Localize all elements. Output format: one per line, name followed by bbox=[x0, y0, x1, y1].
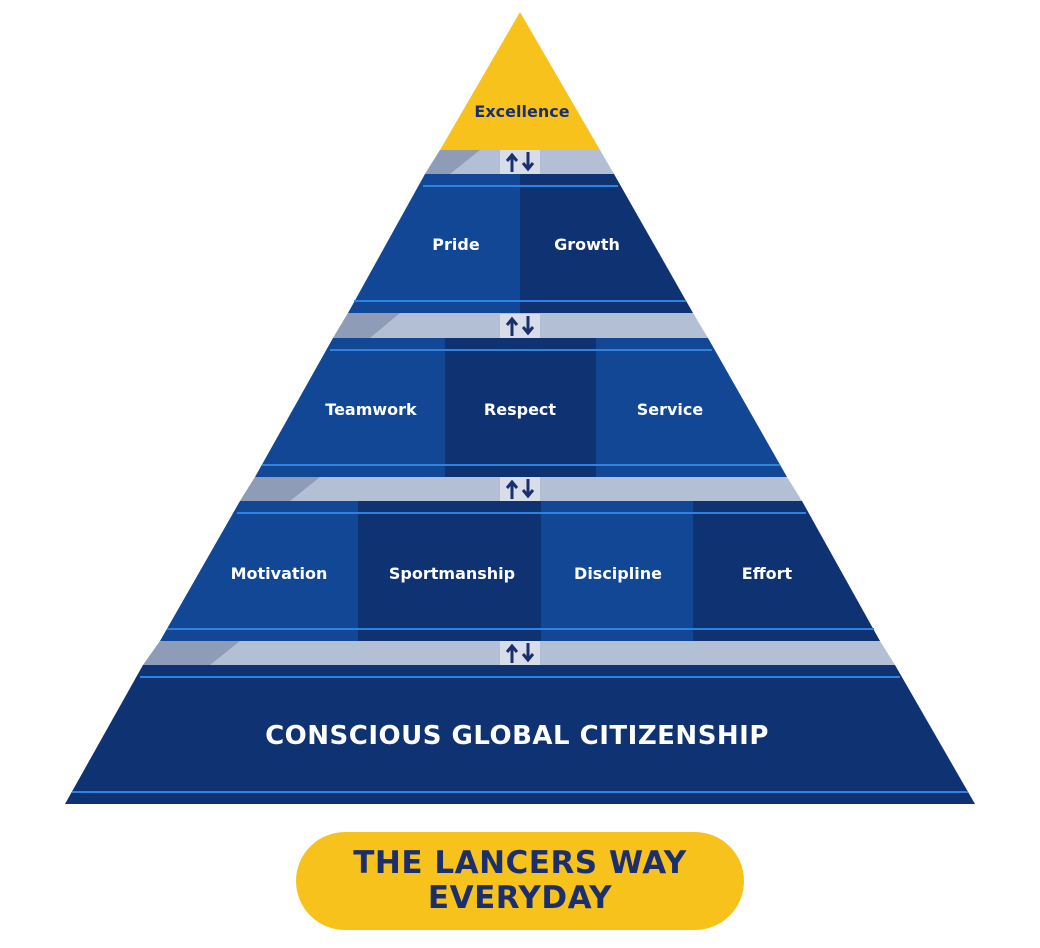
up-down-arrows-icon bbox=[500, 477, 540, 501]
connector-band-1-shade bbox=[425, 150, 480, 174]
tier-3-cell-3 bbox=[541, 501, 693, 641]
connector-band-4-shade bbox=[143, 641, 240, 665]
tier-2-cell-1 bbox=[255, 338, 445, 477]
tier-2-cell-3 bbox=[596, 338, 787, 477]
motto-banner: THE LANCERS WAY EVERYDAY bbox=[296, 832, 744, 930]
tier-2-cell-2 bbox=[445, 338, 596, 477]
base-block bbox=[65, 665, 975, 804]
tier-3-label-2: Sportmanship bbox=[389, 564, 515, 583]
apex-tier: Excellence bbox=[440, 12, 600, 150]
tier-1-cell-left bbox=[348, 174, 520, 313]
tier-3-cell-1 bbox=[160, 501, 358, 641]
tier-2-label-3: Service bbox=[637, 400, 704, 419]
tier-3-cell-4 bbox=[693, 501, 880, 641]
tier-3-label-1: Motivation bbox=[231, 564, 328, 583]
tier-2-label-2: Respect bbox=[484, 400, 556, 419]
connector-band-2-shade bbox=[333, 313, 400, 338]
tier-3: Motivation Sportmanship Discipline Effor… bbox=[160, 501, 880, 641]
tier-3-cell-2 bbox=[358, 501, 541, 641]
connector-arrows bbox=[500, 150, 540, 665]
base-tier: CONSCIOUS GLOBAL CITIZENSHIP bbox=[65, 665, 975, 804]
tier-1-label-2: Growth bbox=[554, 235, 620, 254]
motto-line-1: THE LANCERS WAY bbox=[353, 845, 687, 881]
apex-label: Excellence bbox=[474, 102, 569, 121]
up-down-arrows-icon bbox=[500, 314, 540, 338]
connector-band-3-shade bbox=[240, 477, 320, 501]
motto-line-2: EVERYDAY bbox=[427, 880, 613, 916]
tier-2: Teamwork Respect Service bbox=[255, 338, 787, 477]
tier-1-label-1: Pride bbox=[432, 235, 480, 254]
up-down-arrows-icon bbox=[500, 150, 540, 174]
tier-1: Pride Growth bbox=[348, 174, 693, 313]
up-down-arrows-icon bbox=[500, 641, 540, 665]
tier-3-label-4: Effort bbox=[742, 564, 793, 583]
apex-triangle bbox=[440, 12, 600, 150]
tier-3-label-3: Discipline bbox=[574, 564, 662, 583]
base-label: CONSCIOUS GLOBAL CITIZENSHIP bbox=[265, 721, 769, 751]
tier-1-cell-right bbox=[520, 174, 693, 313]
tier-2-label-1: Teamwork bbox=[325, 400, 417, 419]
